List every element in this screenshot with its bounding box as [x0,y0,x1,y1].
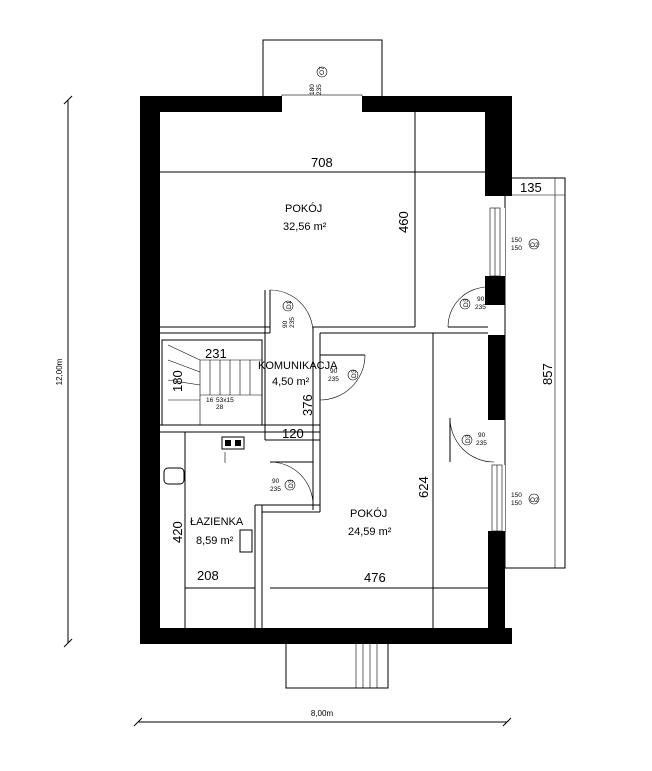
balcony-length: 857 [540,363,555,385]
outer-walls [140,96,512,644]
door-d3-d-code: D3 [288,479,295,488]
door-d3-top-right: D3 90 235 [447,286,489,328]
bottom-porch [285,642,389,689]
room-pokoj-top: POKÓJ 32,56 m² 708 460 [283,155,411,233]
room-pokoj-bottom-width: 476 [364,570,386,585]
door-d3-a-h: 235 [475,304,486,311]
door-d3-a-code: D3 [463,298,470,307]
overall-width-label: 8,00m [311,709,334,718]
room-pokoj-top-width: 708 [311,155,333,170]
room-pokoj-bottom-name: POKÓJ [350,507,387,520]
window-o2-bottom-w: 150 [511,492,522,499]
window-o2-bottom-h: 150 [511,500,522,507]
room-komunikacja: KOMUNIKACJA 4,50 m² 376 120 [258,360,338,441]
room-pokoj-bottom: POKÓJ 24,59 m² 476 624 [348,476,431,585]
toilet-icon [163,467,185,485]
door-d3-b-h: 235 [328,376,339,383]
window-o2-top-w: 150 [511,237,522,244]
interior-walls [160,112,488,628]
room-lazienka: ŁAZIENKA 8,59 m² 420 208 [170,516,244,583]
window-o2-bottom: 150 150 O2 [488,464,540,532]
door-d1-w: 90 [282,320,289,328]
room-pokoj-bottom-depth: 624 [416,476,431,498]
room-pokoj-top-area: 32,56 m² [283,221,327,233]
boiler-icon [221,436,245,450]
window-o7-w: 180 [309,84,316,95]
door-d3-b-code: D3 [351,369,358,378]
door-d3-corridor: D3 90 235 [319,354,366,401]
door-d3-d-h: 235 [270,486,281,493]
bathroom-fixtures [163,436,253,553]
door-d3-d-w: 90 [272,478,280,485]
door-d3-c-h: 235 [476,440,487,447]
room-komunikacja-name: KOMUNIKACJA [258,360,338,372]
door-d3-bathroom: D3 90 235 [269,461,314,506]
door-d3-c-code: D3 [465,434,472,443]
overall-dimensions: 12,00m 8,00m [55,95,512,727]
room-lazienka-name: ŁAZIENKA [190,516,244,528]
door-d3-c-w: 90 [478,432,486,439]
window-o2-top-code: O2 [530,242,539,249]
room-komunikacja-area: 4,50 m² [272,376,310,388]
window-o7-h: 235 [316,84,323,95]
balcony-width: 135 [520,180,542,195]
room-komunikacja-dim-horizontal: 120 [282,426,304,441]
door-d3-a-w: 90 [477,296,485,303]
top-porch: 180 235 O7 [262,39,383,104]
room-komunikacja-dim-vertical: 376 [300,394,315,416]
stairs-step-second: 28 [216,404,224,411]
staircase: 231 180 16 53x15 28 [167,344,262,425]
window-o7-code: O7 [319,66,326,75]
room-pokoj-bottom-area: 24,59 m² [348,526,392,538]
stairs-steps: 16 [206,397,214,404]
stairs-depth: 180 [170,370,185,392]
room-lazienka-dim-horizontal: 208 [197,568,219,583]
door-d1-h: 235 [289,317,296,328]
room-lazienka-area: 8,59 m² [196,535,234,547]
sink-icon [239,529,253,553]
window-o2-top: 150 150 O2 [485,207,540,277]
door-d3-right-room: D3 90 235 [449,417,495,463]
door-d3-b-w: 90 [330,368,338,375]
window-o2-top-h: 150 [511,245,522,252]
room-pokoj-top-name: POKÓJ [285,202,322,215]
stairs-step-size: 53x15 [216,397,234,404]
room-pokoj-top-depth: 460 [396,211,411,233]
stairs-width: 231 [205,346,227,361]
window-o2-bottom-code: O2 [530,497,539,504]
overall-height-label: 12,00m [55,358,64,385]
door-d1-code: D1 [286,300,293,309]
door-d1: D1 90 235 [269,289,314,334]
room-lazienka-dim-vertical: 420 [170,521,185,543]
